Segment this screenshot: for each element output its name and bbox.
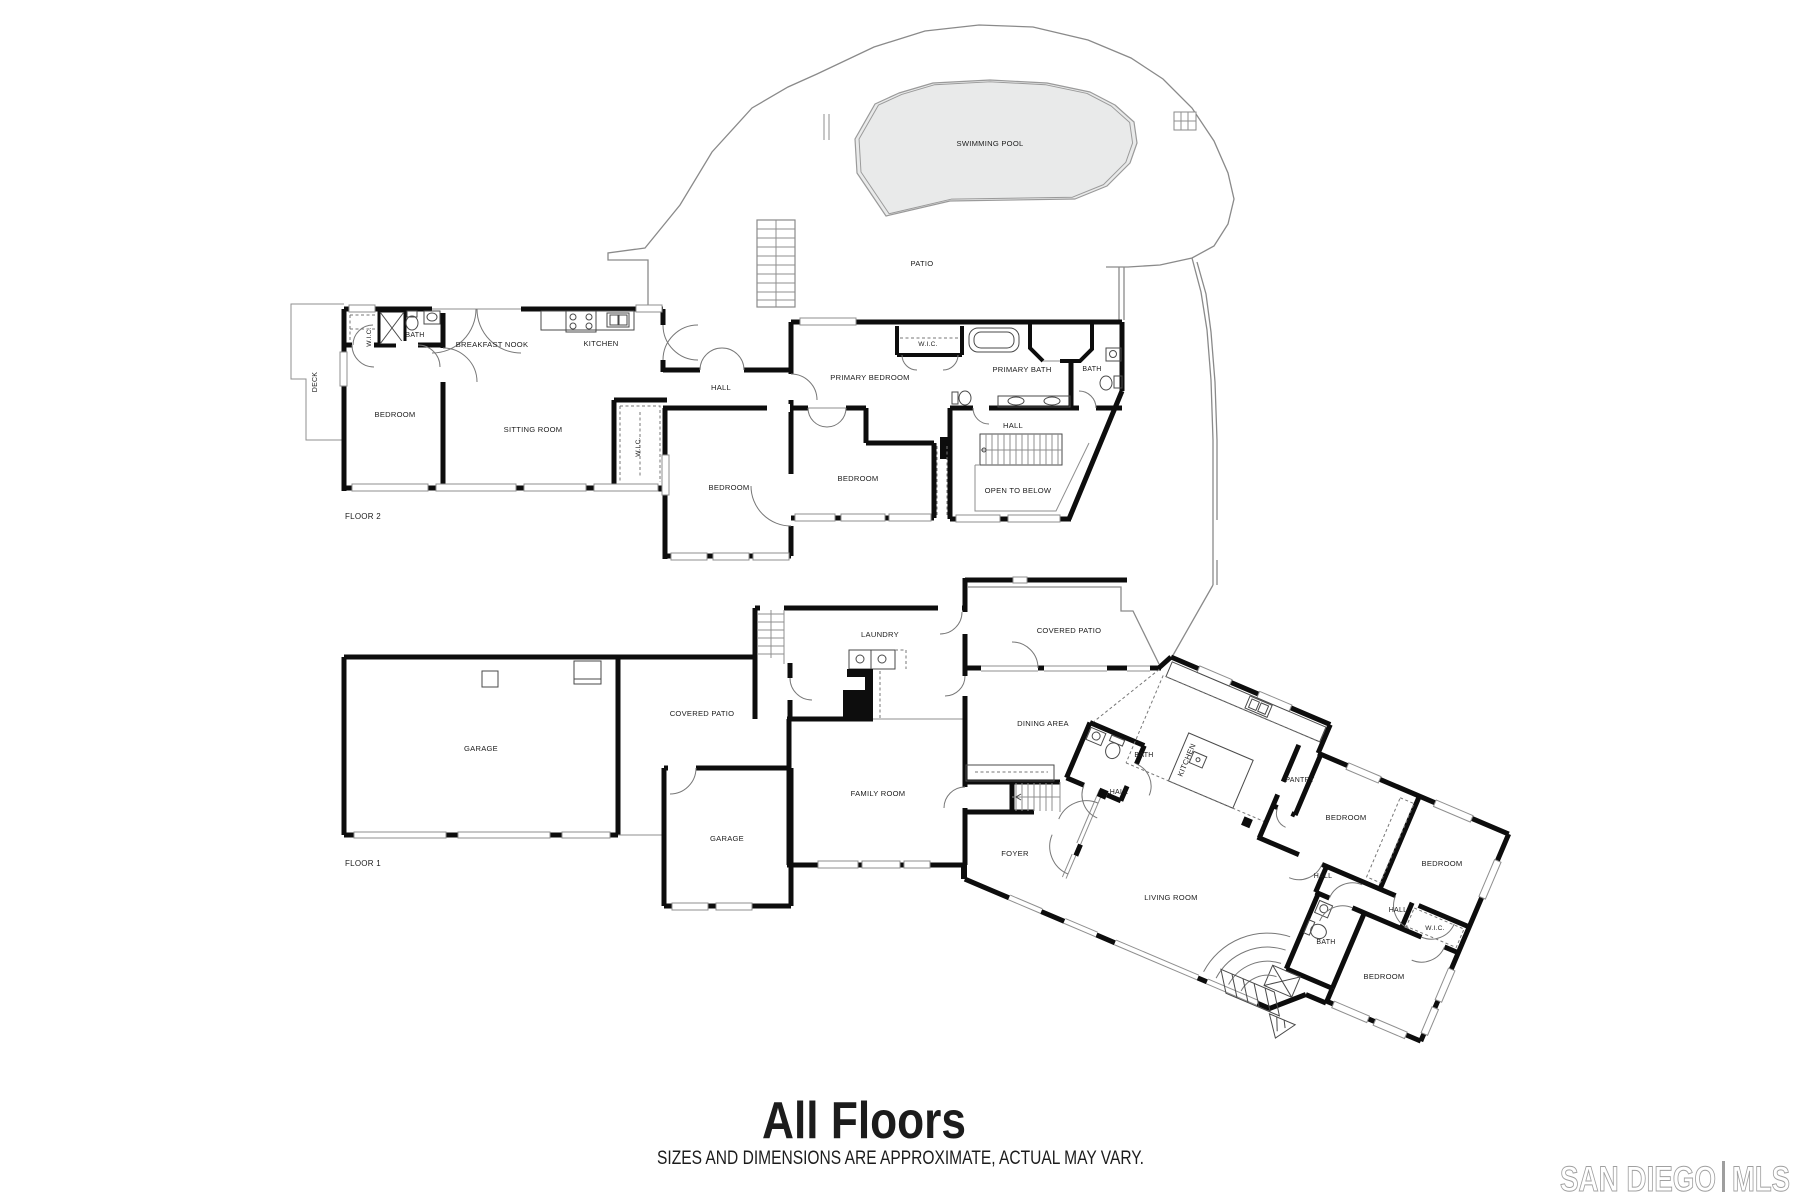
svg-text:W.I.C.: W.I.C. — [918, 341, 937, 348]
svg-text:BEDROOM: BEDROOM — [1422, 859, 1463, 868]
svg-text:SITTING ROOM: SITTING ROOM — [504, 425, 563, 434]
svg-text:BEDROOM: BEDROOM — [375, 410, 416, 419]
svg-text:MLS: MLS — [1732, 1160, 1790, 1199]
svg-text:W.I.C.: W.I.C. — [366, 327, 373, 346]
svg-text:SIZES AND DIMENSIONS ARE APPRO: SIZES AND DIMENSIONS ARE APPROXIMATE, AC… — [657, 1148, 1144, 1169]
svg-text:COVERED PATIO: COVERED PATIO — [1037, 626, 1102, 635]
svg-text:BATH: BATH — [1134, 752, 1153, 759]
svg-text:SWIMMING POOL: SWIMMING POOL — [957, 139, 1024, 148]
svg-text:BEDROOM: BEDROOM — [1326, 813, 1367, 822]
svg-text:BATH: BATH — [1316, 939, 1335, 946]
svg-text:GARAGE: GARAGE — [464, 744, 498, 753]
svg-text:HALL: HALL — [1110, 789, 1129, 796]
svg-text:SAN DIEGO: SAN DIEGO — [1560, 1160, 1716, 1199]
svg-text:BEDROOM: BEDROOM — [838, 474, 879, 483]
svg-text:HALL: HALL — [1314, 873, 1333, 880]
svg-text:HALL: HALL — [711, 383, 731, 392]
svg-text:LIVING ROOM: LIVING ROOM — [1144, 893, 1197, 902]
svg-text:PANTRY: PANTRY — [1285, 777, 1314, 784]
svg-text:COVERED PATIO: COVERED PATIO — [670, 709, 735, 718]
svg-text:BEDROOM: BEDROOM — [1364, 972, 1405, 981]
svg-text:DECK: DECK — [312, 372, 319, 393]
svg-text:BATH: BATH — [1082, 366, 1101, 373]
svg-text:PATIO: PATIO — [911, 259, 934, 268]
svg-text:LAUNDRY: LAUNDRY — [861, 630, 899, 639]
svg-text:PRIMARY BEDROOM: PRIMARY BEDROOM — [830, 373, 909, 382]
svg-text:PRIMARY BATH: PRIMARY BATH — [992, 365, 1051, 374]
svg-text:W.I.C.: W.I.C. — [1425, 925, 1444, 932]
svg-text:HALL: HALL — [1389, 907, 1408, 914]
svg-text:FOYER: FOYER — [1001, 849, 1029, 858]
svg-text:FLOOR 2: FLOOR 2 — [345, 512, 381, 521]
svg-text:BEDROOM: BEDROOM — [709, 483, 750, 492]
svg-text:KITCHEN: KITCHEN — [583, 339, 618, 348]
svg-text:All Floors: All Floors — [762, 1092, 966, 1150]
svg-text:W.I.C.: W.I.C. — [635, 437, 642, 456]
svg-text:FAMILY ROOM: FAMILY ROOM — [851, 789, 906, 798]
svg-text:GARAGE: GARAGE — [710, 834, 744, 843]
svg-text:DINING AREA: DINING AREA — [1017, 719, 1069, 728]
svg-text:BREAKFAST NOOK: BREAKFAST NOOK — [456, 340, 529, 349]
svg-text:HALL: HALL — [1003, 421, 1023, 430]
svg-text:OPEN TO BELOW: OPEN TO BELOW — [985, 486, 1052, 495]
svg-text:BATH: BATH — [405, 332, 424, 339]
svg-text:FLOOR 1: FLOOR 1 — [345, 859, 381, 868]
